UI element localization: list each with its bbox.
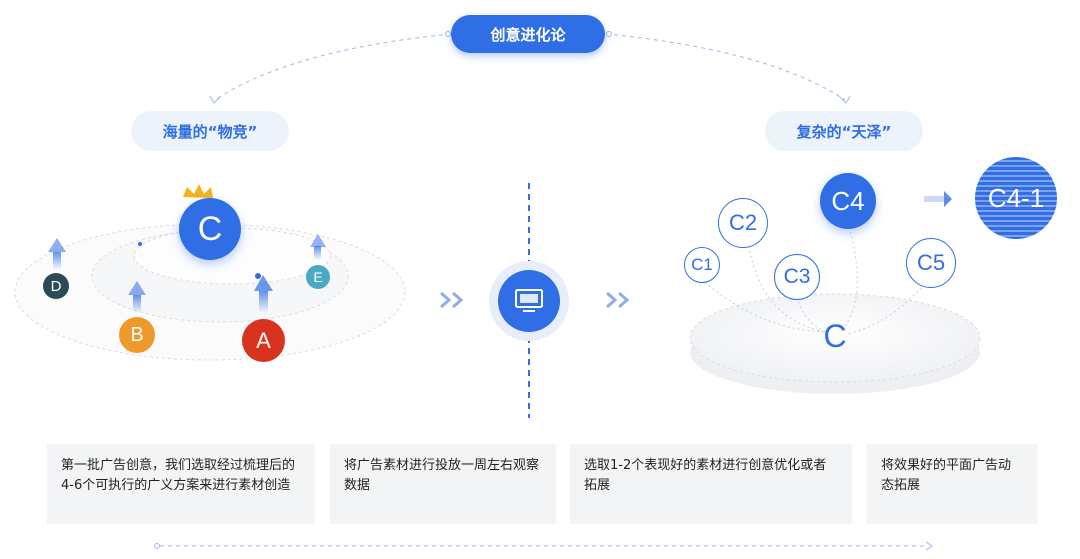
card-step-3: 选取1-2个表现好的素材进行创意优化或者拓展 <box>570 444 852 524</box>
node-b: B <box>119 317 155 353</box>
double-chevron-left <box>440 291 464 309</box>
node-d: D <box>43 273 69 299</box>
crown-icon <box>183 184 213 198</box>
right-title: 复杂的“天泽” <box>765 111 923 151</box>
double-chevron-right <box>606 291 630 309</box>
card-step-4: 将效果好的平面广告动态拓展 <box>867 444 1037 524</box>
top-left-connector <box>214 33 452 101</box>
monitor-circle <box>498 270 560 332</box>
node-c3: C3 <box>774 254 820 300</box>
up-arrow-e <box>310 234 326 260</box>
node-a: A <box>242 319 285 362</box>
left-title: 海量的“物竞” <box>131 111 289 151</box>
node-e: E <box>306 265 330 289</box>
top-right-connector <box>605 33 846 101</box>
node-c5: C5 <box>906 238 956 288</box>
node-c: C <box>179 198 241 260</box>
arrow-to-c41 <box>924 191 952 207</box>
node-c-plate: C <box>823 317 847 354</box>
title-pill: 创意进化论 <box>451 15 605 53</box>
plate <box>689 293 981 383</box>
node-c1: C1 <box>684 247 720 283</box>
up-arrow-b <box>128 281 146 313</box>
node-c2: C2 <box>718 198 768 248</box>
up-arrow-d <box>48 238 66 270</box>
node-c4: C4 <box>820 173 876 229</box>
up-arrow-a <box>254 275 273 313</box>
monitor-icon <box>515 289 543 312</box>
node-c4-1: C4-1 <box>975 157 1057 239</box>
card-step-2: 将广告素材进行投放一周左右观察数据 <box>330 444 556 524</box>
card-step-1: 第一批广告创意，我们选取经过梳理后的4-6个可执行的广义方案来进行素材创造 <box>47 444 315 524</box>
